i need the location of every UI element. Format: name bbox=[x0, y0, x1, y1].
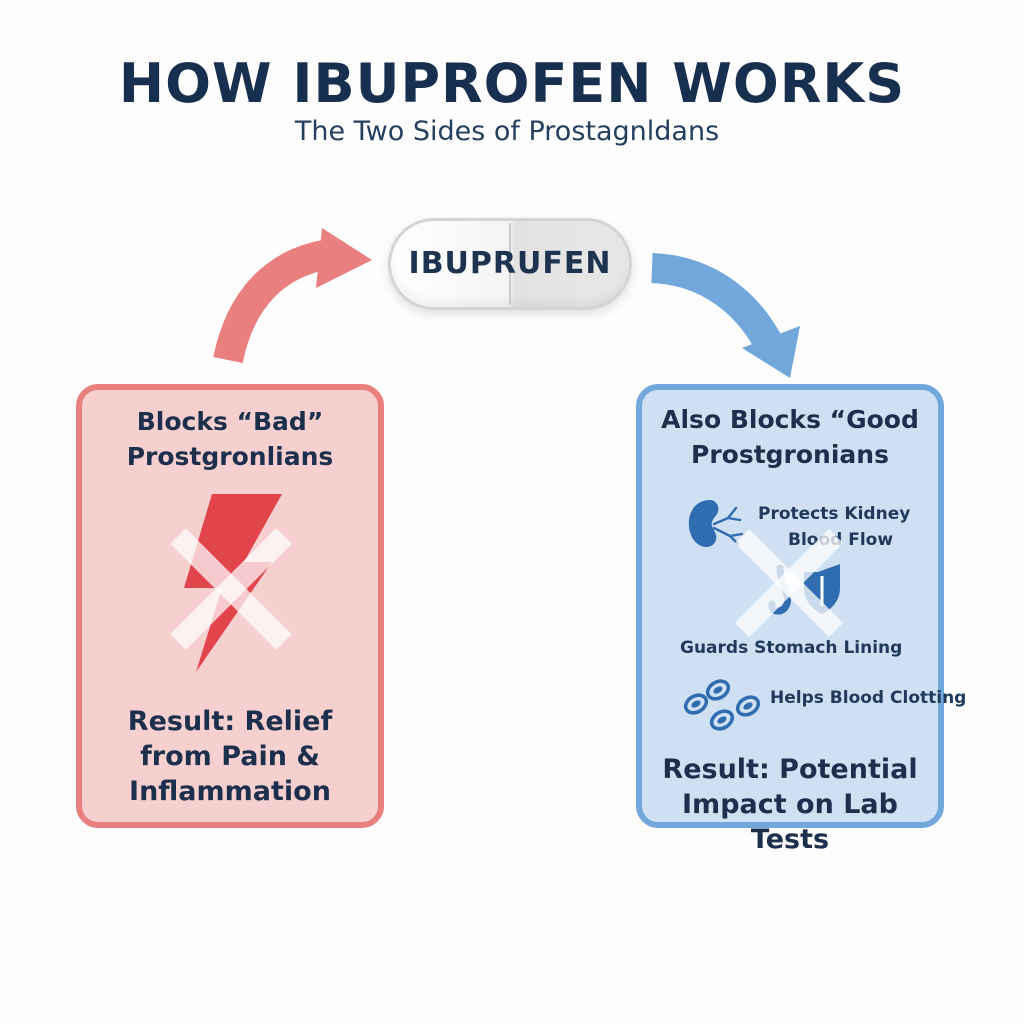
bad-card-result: Result: Relief from Pain & Inflammation bbox=[82, 704, 378, 809]
kidney-icon bbox=[688, 500, 744, 547]
bad-result-line2: from Pain & bbox=[140, 741, 320, 772]
page-subtitle: The Two Sides of Prostagnldans bbox=[294, 116, 720, 147]
bad-heading-line2: Prostgronlians bbox=[126, 442, 334, 471]
stomach-item-label: Guards Stomach Lining bbox=[680, 638, 903, 658]
good-card-result: Result: Potential Impact on Lab Tests bbox=[642, 752, 938, 857]
pill-divider bbox=[509, 223, 511, 305]
ibuprofen-pill: IBUPRUFEN bbox=[388, 218, 632, 310]
blood-clotting-item-label: Helps Blood Clotting bbox=[770, 688, 967, 708]
good-result-line2: Impact on Lab Tests bbox=[682, 789, 898, 855]
cross-out-icon bbox=[170, 528, 292, 650]
good-card-heading: Also Blocks “Good Prostgronians bbox=[642, 402, 938, 472]
blood-cells-icon bbox=[683, 679, 761, 731]
good-prostaglandins-card: Also Blocks “Good Prostgronians Protects… bbox=[636, 384, 966, 855]
good-result-line1: Result: Potential bbox=[662, 754, 918, 785]
blue-curved-arrow-icon bbox=[650, 253, 800, 378]
bad-heading-line1: Blocks “Bad” bbox=[136, 407, 324, 436]
page-title: HOW IBUPROFEN WORKS bbox=[118, 52, 906, 115]
good-heading-line2: Prostgronians bbox=[691, 440, 889, 469]
good-heading-line1: Also Blocks “Good bbox=[661, 405, 919, 434]
pill-label: IBUPRUFEN bbox=[408, 246, 612, 281]
bad-card-heading: Blocks “Bad” Prostgronlians bbox=[82, 404, 378, 474]
red-curved-arrow-icon bbox=[213, 228, 372, 364]
kidney-item-line1: Protects Kidney bbox=[758, 504, 911, 524]
bad-result-line3: Inflammation bbox=[129, 776, 331, 807]
bad-prostaglandins-card: Blocks “Bad” Prostgronlians Result: Reli… bbox=[76, 384, 384, 828]
cross-out-icon bbox=[734, 528, 844, 638]
bad-result-line1: Result: Relief bbox=[127, 706, 333, 737]
